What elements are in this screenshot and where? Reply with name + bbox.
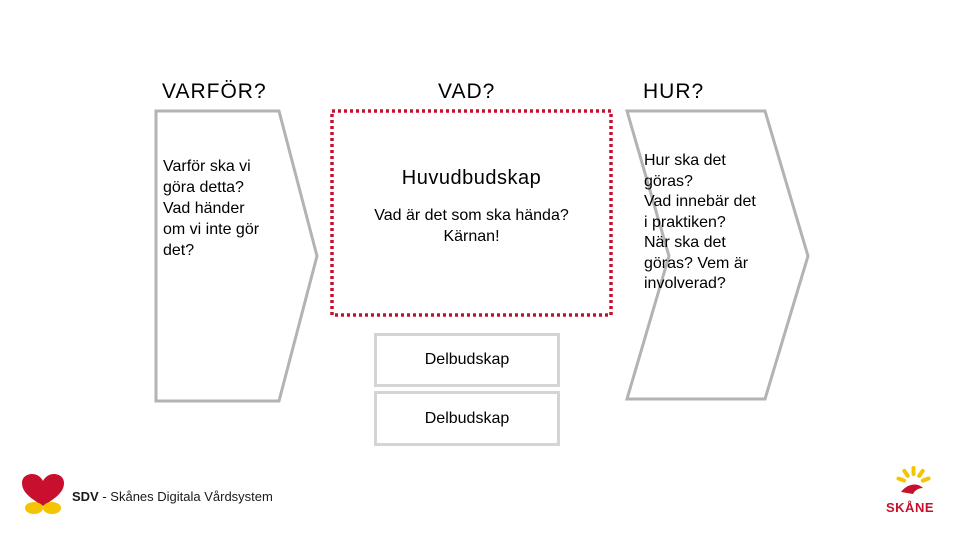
hur-line: göras? Vem är <box>644 254 749 272</box>
hur-line: i praktiken? <box>644 213 726 231</box>
sdv-brand-rest: - Skånes Digitala Vårdsystem <box>98 489 273 504</box>
hur-line: göras? <box>644 172 693 190</box>
hur-line: involverad? <box>644 275 726 292</box>
varfor-description: Varför ska vi göra detta? Vad händer om … <box>163 156 283 261</box>
heading-varfor: VARFÖR? <box>162 80 267 103</box>
hur-line: Vad innebär det <box>644 193 756 210</box>
varfor-arrow-shape <box>154 109 319 403</box>
varfor-line: Vad händer <box>163 200 245 217</box>
hur-description: Hur ska det göras? Vad innebär det i pra… <box>644 151 784 295</box>
sdv-brand-bold: SDV <box>72 489 99 504</box>
delbudskap-box-2: Delbudskap <box>374 391 560 446</box>
varfor-line: göra detta? <box>163 179 244 196</box>
delbudskap-box-1: Delbudskap <box>374 333 560 387</box>
region-skane-logo-icon <box>896 466 931 494</box>
heading-vad: VAD? <box>438 80 496 103</box>
varfor-line: om vi inte gör <box>163 221 260 238</box>
huvudbudskap-line: Vad är det som ska hända? <box>374 207 569 224</box>
hur-line: När ska det <box>644 234 726 251</box>
hur-arrow-shape <box>624 109 810 401</box>
heading-hur: HUR? <box>643 80 705 103</box>
huvudbudskap-title: Huvudbudskap <box>401 167 542 189</box>
heart-logo-icon <box>22 474 64 514</box>
hur-line: Hur ska det <box>644 152 726 169</box>
huvudbudskap-description: Vad är det som ska hända? Kärnan! <box>334 205 609 247</box>
varfor-line: Varför ska vi <box>163 158 251 175</box>
sdv-brand-text: SDV - Skånes Digitala Vårdsystem <box>72 489 273 504</box>
region-skane-text: SKÅNE <box>886 500 935 515</box>
vad-dashed-box <box>330 109 613 317</box>
varfor-line: det? <box>163 242 195 259</box>
huvudbudskap-line: Kärnan! <box>443 228 500 245</box>
